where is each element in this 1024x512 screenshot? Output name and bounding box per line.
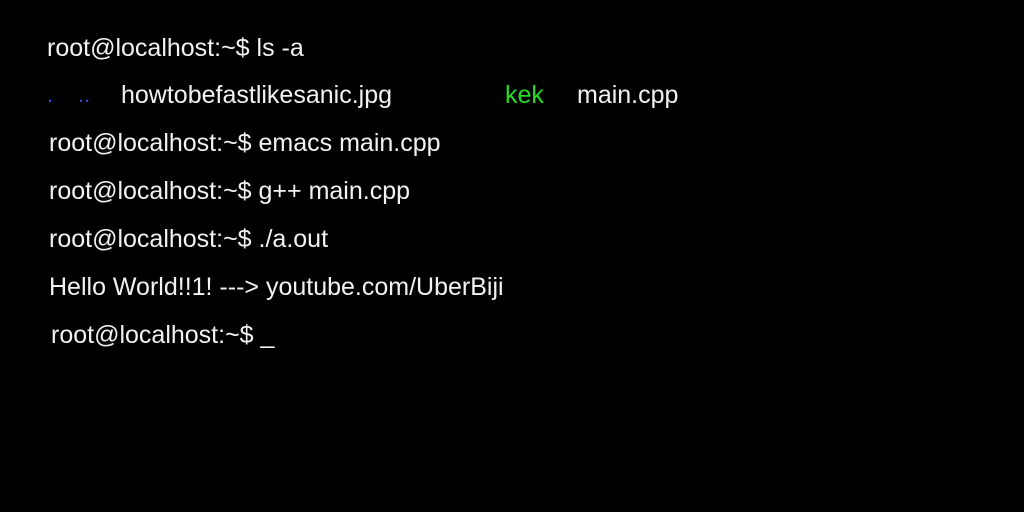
terminal-ls-output: . .. howtobefastlikesanic.jpg kek main.c… (47, 80, 678, 290)
terminal-line-run: root@localhost:~$ ./a.out (49, 225, 329, 253)
terminal-output-hello: Hello World!!1! ---> youtube.com/UberBij… (49, 273, 504, 301)
terminal-line-emacs: root@localhost:~$ emacs main.cpp (49, 129, 441, 157)
listing-file-main-cpp: main.cpp (577, 81, 679, 109)
listing-current-dir: . (47, 82, 54, 107)
listing-parent-dir: .. (78, 82, 91, 107)
listing-dir-kek: kek (505, 81, 544, 109)
terminal-line-ls: root@localhost:~$ ls -a (47, 34, 304, 62)
listing-file-jpg: howtobefastlikesanic.jpg (121, 81, 392, 109)
terminal-prompt-current[interactable]: root@localhost:~$ _ (51, 321, 275, 349)
terminal-line-gpp: root@localhost:~$ g++ main.cpp (49, 177, 411, 205)
